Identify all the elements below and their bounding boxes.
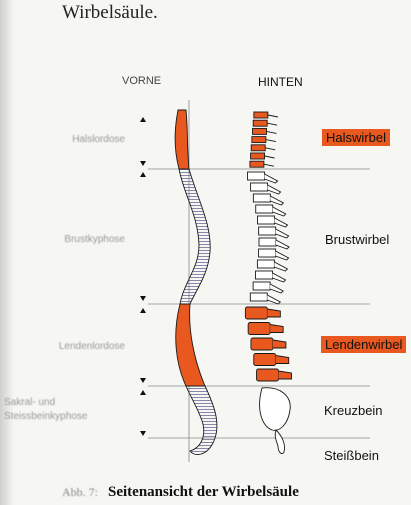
label-thoracic-vertebrae: Brustwirbel (325, 232, 389, 247)
cervical-process-2 (267, 123, 277, 125)
cervical-vertebra-3 (253, 128, 267, 134)
thoracic-vertebra-4 (256, 205, 273, 213)
thoracic-vertebra-11 (253, 282, 270, 290)
marker-up-4 (140, 390, 146, 395)
thoracic-process-7 (276, 240, 289, 249)
cervical-process-1 (268, 115, 278, 117)
thoracic-process-11 (270, 284, 283, 293)
thoracic-process-2 (268, 185, 281, 194)
thoracic-vertebra-1 (248, 172, 265, 180)
cervical-process-3 (267, 131, 277, 133)
label-sacrum: Kreuzbein (324, 403, 383, 418)
cervical-vertebra-1 (254, 112, 268, 118)
curve-thoracic (179, 169, 210, 304)
cervical-process-6 (265, 156, 275, 158)
thoracic-process-8 (276, 251, 289, 260)
cervical-process-5 (265, 148, 275, 150)
cervical-vertebra-7 (250, 161, 264, 167)
lumbar-process-1 (267, 309, 280, 317)
label-sacral-line2: Steissbeinkyphose (0, 411, 134, 422)
figure-caption: Abb. 7: Seitenansicht der Wirbelsäule (62, 484, 299, 501)
curvature-band (175, 110, 217, 455)
curve-cervical (175, 110, 189, 169)
spine-drawing (245, 112, 291, 454)
cervical-process-4 (266, 140, 276, 142)
thoracic-process-12 (267, 295, 280, 304)
thoracic-vertebra-3 (253, 194, 270, 202)
lumbar-vertebra-5 (257, 369, 279, 381)
marker-up-2 (140, 172, 146, 177)
label-cervical-lordosis: Halslordose (0, 134, 125, 145)
lumbar-vertebra-2 (248, 323, 270, 335)
thoracic-process-5 (275, 218, 288, 227)
section-markers (140, 117, 146, 436)
marker-up-3 (140, 308, 146, 313)
thoracic-process-3 (270, 196, 283, 205)
label-coccyx: Steißbein (324, 448, 379, 463)
thoracic-vertebra-10 (256, 271, 273, 279)
lumbar-vertebra-4 (254, 354, 276, 366)
label-sacral-line1: Sakral- und (0, 397, 134, 408)
lumbar-process-2 (270, 325, 283, 333)
cervical-vertebra-2 (253, 120, 267, 126)
thoracic-process-10 (273, 273, 286, 282)
thoracic-process-6 (276, 229, 289, 238)
marker-down-4 (140, 431, 146, 436)
curve-lumbar (176, 304, 205, 386)
caption-prefix: Abb. 7: (62, 485, 98, 499)
lumbar-process-5 (279, 371, 292, 379)
thoracic-vertebra-7 (259, 238, 276, 246)
label-lumbar-vertebrae: Lendenwirbel (321, 336, 406, 353)
thoracic-process-1 (265, 174, 278, 183)
caption-text: Seitenansicht der Wirbelsäule (108, 484, 299, 500)
coccyx-bone (275, 430, 284, 454)
thoracic-process-4 (273, 207, 286, 216)
cervical-process-7 (264, 164, 274, 166)
thoracic-vertebra-6 (259, 227, 276, 235)
curve-sacral (186, 386, 217, 455)
cervical-vertebra-4 (252, 137, 266, 143)
thoracic-vertebra-12 (250, 293, 267, 301)
thoracic-vertebra-2 (251, 183, 268, 191)
thoracic-process-9 (274, 262, 287, 271)
lumbar-process-3 (273, 340, 286, 348)
marker-down-2 (140, 296, 146, 301)
thoracic-vertebra-5 (258, 216, 275, 224)
lumbar-vertebra-3 (251, 338, 273, 350)
cervical-vertebra-5 (251, 145, 265, 151)
cervical-vertebra-6 (251, 153, 265, 159)
marker-down-3 (140, 378, 146, 383)
label-thoracic-kyphosis: Brustkyphose (0, 234, 125, 245)
lumbar-process-4 (276, 356, 289, 364)
lumbar-vertebra-1 (245, 307, 267, 319)
marker-down-1 (140, 161, 146, 166)
sacrum-bone (260, 388, 291, 431)
label-cervical-vertebrae: Halswirbel (322, 129, 390, 146)
marker-up-1 (140, 117, 146, 122)
thoracic-vertebra-8 (259, 249, 276, 257)
thoracic-vertebra-9 (257, 260, 274, 268)
label-lumbar-lordosis: Lendenlordose (0, 341, 125, 352)
